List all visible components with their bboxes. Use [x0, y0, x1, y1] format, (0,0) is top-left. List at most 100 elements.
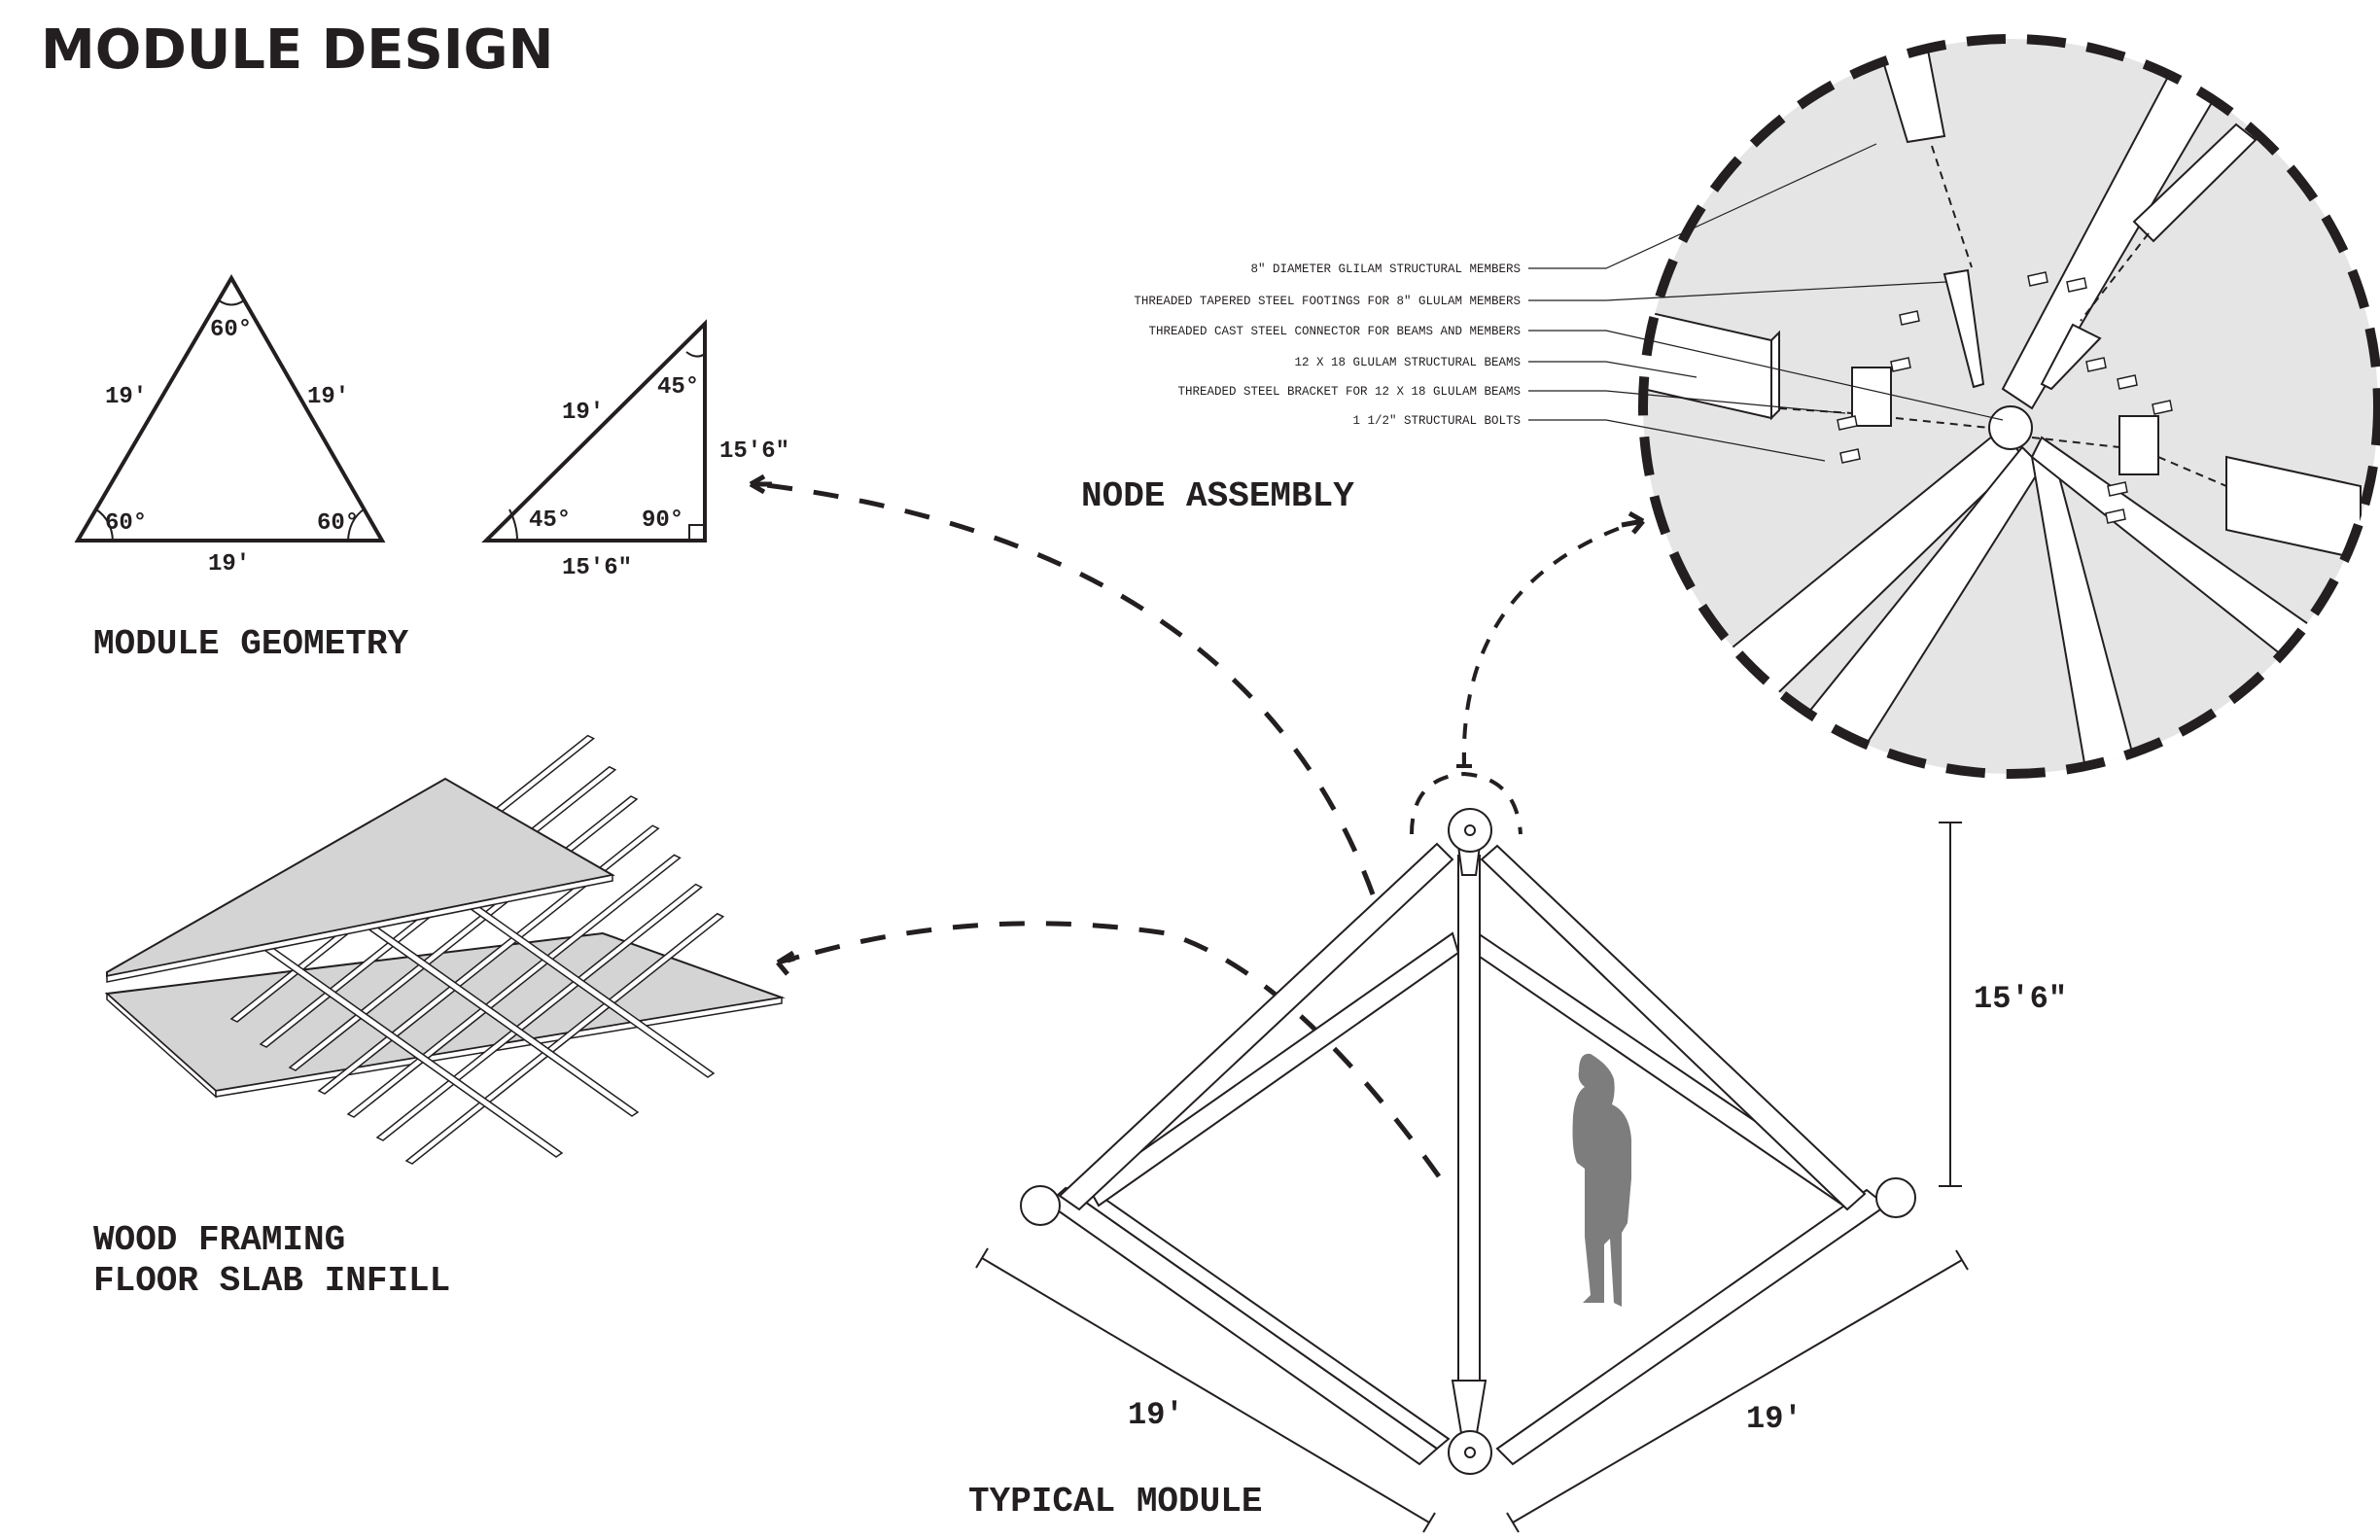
detail-members — [1643, 39, 2362, 774]
equilateral-triangle: 60° 19' 19' 60° 60° 19' — [74, 274, 386, 578]
structural-bolt — [2117, 374, 2138, 390]
angle-arc-top — [218, 299, 245, 306]
footing-bottom — [1451, 1380, 1488, 1440]
base-beam-front-left — [1046, 1186, 1439, 1466]
node-marker — [1456, 752, 1472, 768]
structural-bolt — [2027, 271, 2048, 287]
node-assembly-label: NODE ASSEMBLY — [1081, 476, 1354, 516]
tapered-footing — [1942, 268, 1985, 389]
member-center — [1457, 855, 1481, 1401]
angle-arc-right — [347, 508, 365, 542]
callout-label: THREADED TAPERED STEEL FOOTINGS FOR 8" G… — [1134, 295, 1521, 308]
leader-line — [1528, 281, 1947, 301]
callout-label: THREADED STEEL BRACKET FOR 12 X 18 GLULA… — [1177, 385, 1521, 399]
angle-left-label: 45° — [529, 508, 571, 534]
glulam-member-top — [1874, 39, 1946, 144]
node-top — [1448, 808, 1492, 853]
typical-module: 19' 19' 15'6" TYPICAL MODULE — [968, 808, 2067, 1533]
structural-bolts — [1837, 271, 2173, 524]
equilateral-triangle-outline — [74, 274, 386, 542]
angle-top-label: 60° — [210, 317, 252, 343]
dim-line-height — [1939, 822, 1962, 1187]
arrowhead-slab — [776, 950, 800, 976]
callout-label: 12 X 18 GLULAM STRUCTURAL BEAMS — [1294, 356, 1521, 369]
member-right — [1480, 844, 1867, 1211]
dim-line-right — [1506, 1249, 1969, 1533]
dimension-lines — [975, 822, 1969, 1533]
floor-slab-diagram: WOOD FRAMING FLOOR SLAB INFILL — [93, 734, 786, 1301]
tapered-footing — [2040, 323, 2102, 391]
angle-right-label: 90° — [642, 508, 683, 534]
leader-line — [1528, 419, 1826, 462]
arrowhead-node — [1621, 510, 1645, 535]
base-beam-front-left-top — [1065, 1187, 1451, 1451]
base-beam-back-right — [1472, 931, 1853, 1208]
node-assembly-detail: 8" DIAMETER GLILAM STRUCTURAL MEMBERS TH… — [1081, 34, 2380, 779]
typical-module-label: TYPICAL MODULE — [968, 1482, 1262, 1522]
upper-slab-edge — [106, 874, 613, 983]
page-title: MODULE DESIGN — [41, 18, 553, 82]
steel-bracket-left — [1851, 367, 1892, 427]
callout-label: 8" DIAMETER GLILAM STRUCTURAL MEMBERS — [1250, 262, 1521, 276]
dim-line-left — [975, 1247, 1436, 1533]
floor-slab-label-line1: WOOD FRAMING — [93, 1220, 345, 1260]
dim-left-label: 19' — [1128, 1397, 1184, 1433]
arrow-to-node-assembly — [1461, 521, 1634, 769]
hypotenuse-label: 19' — [562, 400, 604, 426]
leader-line — [1528, 330, 2004, 421]
glulam-beam-box-end — [1770, 330, 1780, 421]
leader-line — [1528, 361, 1698, 378]
base-beam-front-right — [1495, 1188, 1888, 1466]
structural-bolt — [2066, 277, 2087, 293]
dim-height-label: 15'6" — [1974, 981, 2067, 1017]
connector-arrows — [749, 473, 1645, 1178]
structural-bolt — [2085, 357, 2107, 372]
steel-bracket-right — [2118, 415, 2159, 475]
arrow-to-floor-slab — [787, 921, 1442, 1178]
arrowhead-left — [749, 473, 772, 495]
cast-steel-connector — [1988, 405, 2033, 450]
structural-bolt — [2107, 481, 2128, 497]
module-geometry-label: MODULE GEOMETRY — [93, 624, 408, 664]
structural-bolt — [1890, 357, 1911, 372]
structural-bolt — [1839, 448, 1861, 464]
base-label: 15'6" — [562, 555, 632, 581]
node-bolt — [1464, 1447, 1476, 1458]
callout-label: THREADED CAST STEEL CONNECTOR FOR BEAMS … — [1148, 325, 1521, 338]
floor-joist — [375, 883, 703, 1141]
vertical-side-label: 15'6" — [719, 438, 789, 465]
callout-labels: 8" DIAMETER GLILAM STRUCTURAL MEMBERS TH… — [1134, 262, 1521, 428]
node-left — [1020, 1185, 1061, 1226]
structural-bolt — [1837, 415, 1858, 431]
angle-arc-top-right — [685, 351, 706, 358]
leader-line — [1528, 390, 1846, 414]
angle-arc-left — [95, 508, 114, 542]
leader-line — [1528, 143, 1877, 269]
floor-joist — [317, 824, 660, 1095]
angle-arc-left-right — [508, 508, 518, 542]
dim-right-label: 19' — [1746, 1401, 1802, 1437]
human-scale-figure — [1572, 1053, 1631, 1307]
node-highlight-circle — [1410, 771, 1522, 835]
module-geometry: 60° 19' 19' 60° 60° 19' 45° 19' 15'6" 45… — [74, 274, 789, 664]
node-right — [1875, 1177, 1916, 1218]
angle-left-label: 60° — [105, 510, 147, 537]
angle-right-label: 60° — [317, 510, 359, 537]
callout-label: 1 1/2" STRUCTURAL BOLTS — [1352, 414, 1521, 428]
structural-bolt — [2105, 508, 2126, 524]
alignment-lines — [1778, 145, 2227, 487]
callout-leaders — [1528, 143, 2004, 462]
right-triangle: 45° 19' 15'6" 45° 90° 15'6" — [481, 319, 789, 581]
structural-bolt — [1899, 310, 1920, 326]
right-triangle-outline — [481, 319, 707, 542]
side-right-label: 19' — [307, 384, 349, 410]
human-silhouette — [1572, 1053, 1631, 1307]
base-frame — [1046, 931, 1888, 1466]
floor-joist — [346, 854, 682, 1118]
side-bottom-label: 19' — [208, 551, 250, 578]
node-bolt — [1464, 824, 1476, 836]
arrow-to-geometry — [757, 481, 1376, 895]
node-bottom — [1448, 1430, 1492, 1475]
floor-slab-label-line2: FLOOR SLAB INFILL — [93, 1261, 450, 1301]
